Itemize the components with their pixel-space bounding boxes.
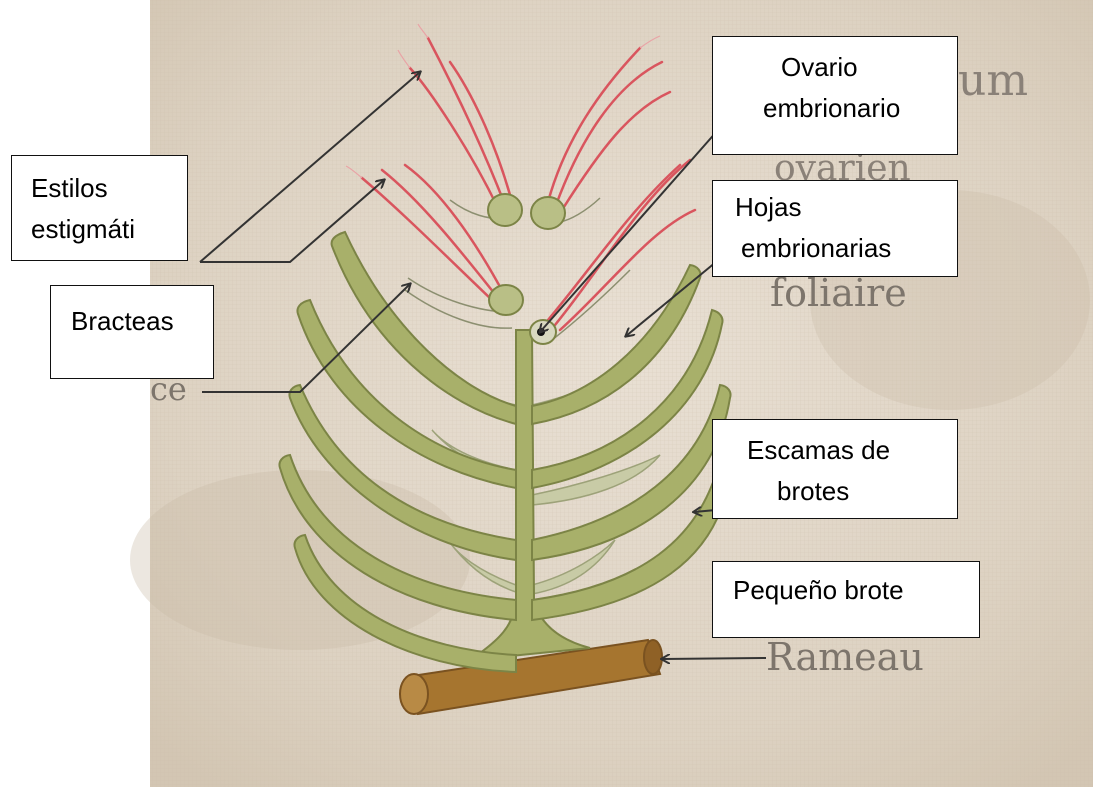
label-ovario-line1: Ovario [763,47,957,88]
label-ovario-embrionario: Ovario embrionario [712,36,958,155]
label-estilos-line1: Estilos [31,168,187,209]
label-estilos-estigmaticos: Estilos estigmáti [11,155,188,261]
label-bracteas: Bracteas [50,285,214,379]
label-bracteas-line1: Bracteas [71,301,213,342]
label-hojas-line1: Hojas [735,187,957,228]
label-escamas-line1: Escamas de [747,430,957,471]
label-brote-line1: Pequeño brote [733,570,979,611]
bg-text-rameau: Rameau [766,635,924,679]
label-escamas-de-brotes: Escamas de brotes [712,419,958,519]
label-escamas-line2: brotes [747,471,957,512]
label-pequeno-brote: Pequeño brote [712,561,980,638]
label-hojas-embrionarias: Hojas embrionarias [712,180,958,277]
label-hojas-line2: embrionarias [735,228,957,269]
bg-text-um: um [958,55,1028,106]
label-estilos-line2: estigmáti [31,209,187,250]
label-ovario-line2: embrionario [763,88,957,129]
bg-text-foliaire: foliaire [770,271,907,315]
arrow-brote [662,658,766,659]
